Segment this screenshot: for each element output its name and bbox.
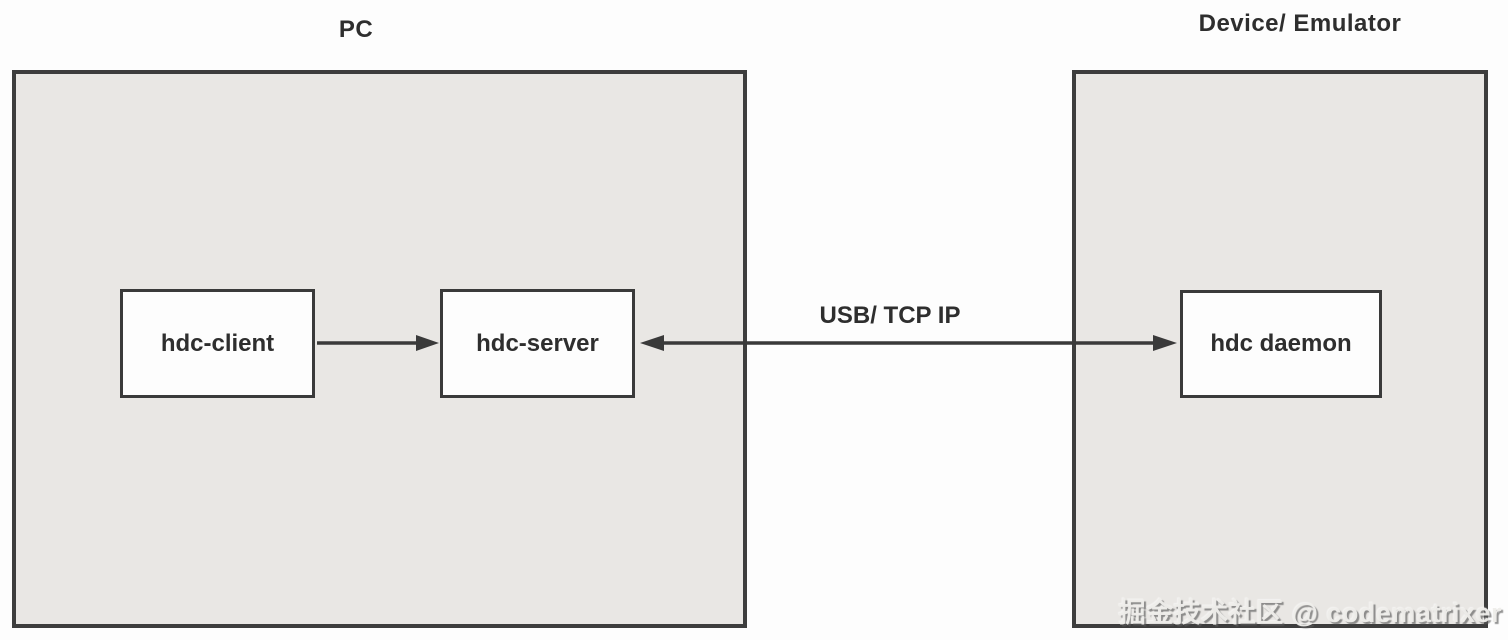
usb-tcpip-connection-label: USB/ TCP IP	[819, 302, 961, 329]
hdc-daemon-node: hdc daemon	[1180, 290, 1382, 398]
hdc-client-node: hdc-client	[120, 289, 315, 398]
pc-group-label: PC	[338, 16, 374, 43]
juejin-watermark: 掘金技术社区 @ codematrixer	[1118, 598, 1502, 628]
hdc-server-node: hdc-server	[440, 289, 635, 398]
device-emulator-group-label: Device/ Emulator	[1198, 10, 1402, 37]
hdc-server-label: hdc-server	[476, 329, 599, 357]
hdc-client-label: hdc-client	[160, 329, 275, 357]
hdc-daemon-label: hdc daemon	[1210, 330, 1352, 357]
